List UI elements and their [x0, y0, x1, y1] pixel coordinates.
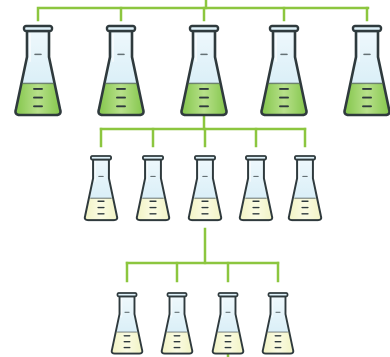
flask-outline [97, 29, 145, 117]
flask [135, 155, 171, 222]
flask-liquid [188, 198, 222, 221]
flask-outline [238, 158, 274, 222]
flask-liquid [84, 198, 118, 221]
flask [211, 292, 245, 355]
flask [160, 292, 194, 355]
connector-lines [36, 0, 370, 357]
flask [187, 155, 223, 222]
flask-outline [110, 295, 144, 355]
flask-outline [14, 29, 62, 117]
flask-rim [166, 292, 188, 298]
flask-outline [211, 295, 245, 355]
flask-rim [244, 155, 267, 161]
flask-outline [261, 295, 295, 355]
flask-liquid [111, 332, 143, 354]
flask [261, 292, 295, 355]
flask-rim [105, 24, 137, 33]
flask-rim [193, 155, 216, 161]
row-1-flasks [14, 24, 390, 117]
flask-outline [83, 158, 119, 222]
flask-liquid [136, 198, 170, 221]
flask-rim [351, 24, 383, 33]
flask-liquid [161, 332, 193, 354]
flask-rim [217, 292, 239, 298]
flask-rim [89, 155, 112, 161]
flask-liquid [239, 198, 273, 221]
flask-rim [22, 24, 54, 33]
flask [343, 24, 390, 117]
flask-rim [141, 155, 164, 161]
flask-rim [268, 24, 300, 33]
flask-outline [287, 158, 323, 222]
flask [83, 155, 119, 222]
flask [180, 24, 228, 117]
flask-outline [260, 29, 308, 117]
flask-outline [187, 158, 223, 222]
flask-outline [343, 29, 390, 117]
flask-outline [180, 29, 228, 117]
flask [14, 24, 62, 117]
flask-rim [188, 24, 220, 33]
flask-liquid [262, 332, 294, 354]
flask-outline [160, 295, 194, 355]
flask-liquid [212, 332, 244, 354]
row-3-flasks [110, 292, 295, 355]
flask [287, 155, 323, 222]
flask-rim [267, 292, 289, 298]
flask-liquid [288, 198, 322, 221]
row-2-flasks [83, 155, 323, 222]
flask-rim [294, 155, 317, 161]
flask-outline [135, 158, 171, 222]
flask [97, 24, 145, 117]
flask-rim [116, 292, 138, 298]
flask [260, 24, 308, 117]
flask [110, 292, 144, 355]
flask [238, 155, 274, 222]
